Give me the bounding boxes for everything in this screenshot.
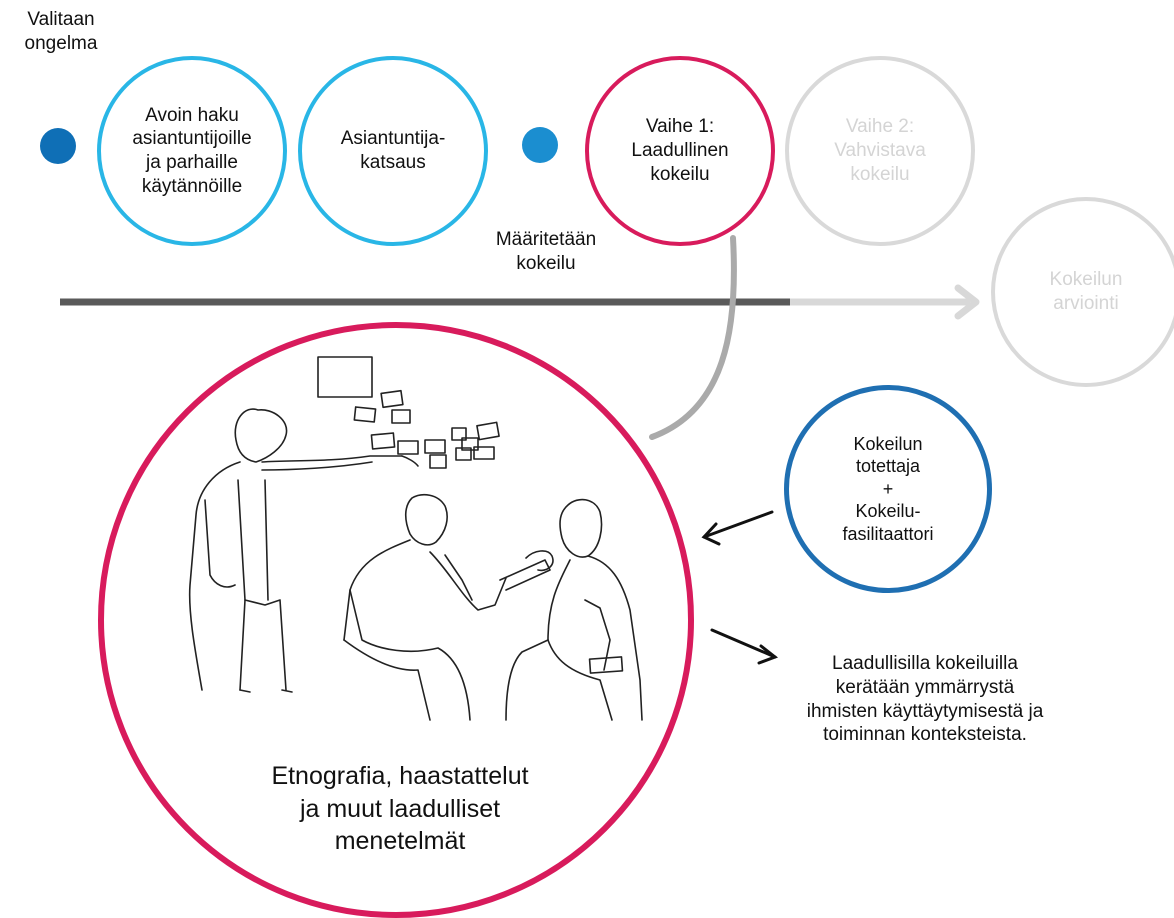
step-phase2: Vaihe 2: Vahvistava kokeilu: [785, 56, 975, 246]
actors-label: Kokeilun totettaja + Kokeilu- fasilitaat…: [842, 433, 934, 544]
step-phase1: Vaihe 1: Laadullinen kokeilu: [585, 56, 775, 246]
step-open-call-label: Avoin haku asiantuntijoille ja parhaille…: [132, 104, 252, 197]
step-phase2-label: Vaihe 2: Vahvistava kokeilu: [834, 116, 926, 185]
phase1-connector: [649, 235, 737, 440]
step-expert-review-label: Asiantuntija- katsaus: [340, 128, 446, 173]
step-problem-label: Valitaan ongelma: [24, 9, 98, 54]
step-evaluation-label: Kokeilun arviointi: [1049, 269, 1123, 314]
arrow-left-icon: [701, 510, 774, 546]
step-open-call: Avoin haku asiantuntijoille ja parhaille…: [97, 56, 287, 246]
timeline-arrowhead-icon: [954, 284, 980, 320]
step-dot-2: [522, 127, 558, 163]
arrow-right-icon: [710, 628, 779, 665]
step-dot-1: [40, 128, 76, 164]
actors-circle: Kokeilun totettaja + Kokeilu- fasilitaat…: [784, 385, 992, 593]
detail-method-caption: Etnografia, haastattelut ja muut laadull…: [271, 762, 529, 855]
step-define-label: Määritetään kokeilu: [495, 229, 597, 274]
step-phase1-label: Vaihe 1: Laadullinen kokeilu: [631, 116, 729, 185]
insight-text: Laadullisilla kokeiluilla kerätään ymmär…: [806, 653, 1044, 746]
step-expert-review: Asiantuntija- katsaus: [298, 56, 488, 246]
step-evaluation: Kokeilun arviointi: [991, 197, 1174, 387]
